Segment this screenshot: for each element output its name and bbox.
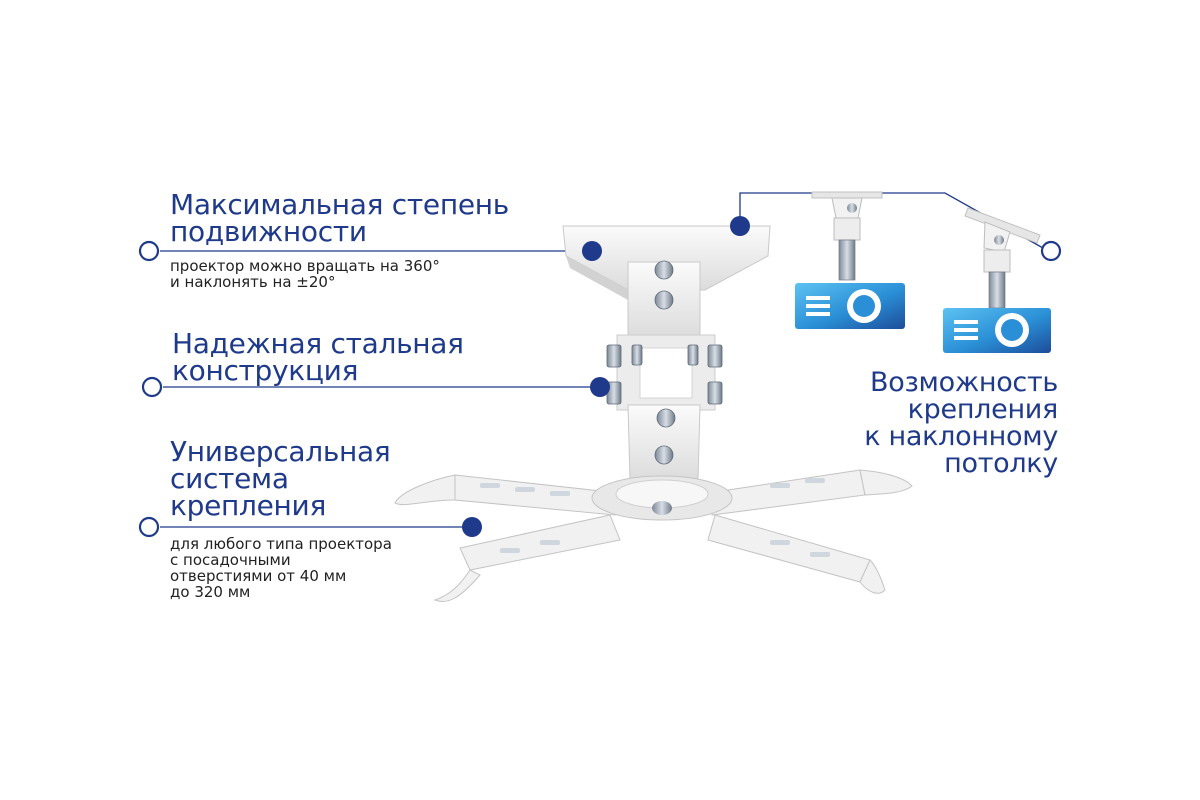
- feature-title-steel: Надежная стальная конструкция: [172, 327, 464, 387]
- title-line: крепления: [170, 489, 326, 522]
- description-line: для любого типа проектора: [170, 535, 392, 553]
- title-line: Надежная стальная: [172, 327, 464, 360]
- ceiling-mount-image: [394, 225, 913, 602]
- feature-description-mobility: проектор можно вращать на 360° и наклоня…: [170, 258, 440, 290]
- description-line: проектор можно вращать на 360°: [170, 257, 440, 275]
- feature-title-universal: Универсальная система крепления: [170, 435, 391, 522]
- title-line: конструкция: [172, 354, 359, 387]
- projector-icon: [943, 308, 1051, 353]
- title-line: крепления: [907, 394, 1059, 425]
- title-line: к наклонному: [864, 421, 1058, 452]
- feature-title-mobility: Максимальная степень подвижности: [170, 188, 509, 248]
- ceiling-mount-bracket-icon: [811, 191, 883, 281]
- description-line: отверстиями от 40 мм: [170, 567, 347, 585]
- feature-description-universal: для любого типа проектора с посадочными …: [170, 536, 392, 600]
- title-line: Максимальная степень: [170, 188, 509, 221]
- projector-icon: [795, 283, 905, 329]
- title-line: система: [170, 462, 289, 495]
- description-line: с посадочными: [170, 551, 291, 569]
- callout-markers: [138, 216, 1062, 538]
- feature-title-slope: Возможность крепления к наклонному потол…: [864, 369, 1058, 477]
- title-line: подвижности: [170, 215, 367, 248]
- description-line: и наклонять на ±20°: [170, 273, 336, 291]
- title-line: потолку: [944, 448, 1058, 479]
- title-line: Универсальная: [170, 435, 391, 468]
- sloped-mount-bracket-icon: [964, 207, 1041, 309]
- description-line: до 320 мм: [170, 583, 251, 601]
- title-line: Возможность: [870, 367, 1058, 398]
